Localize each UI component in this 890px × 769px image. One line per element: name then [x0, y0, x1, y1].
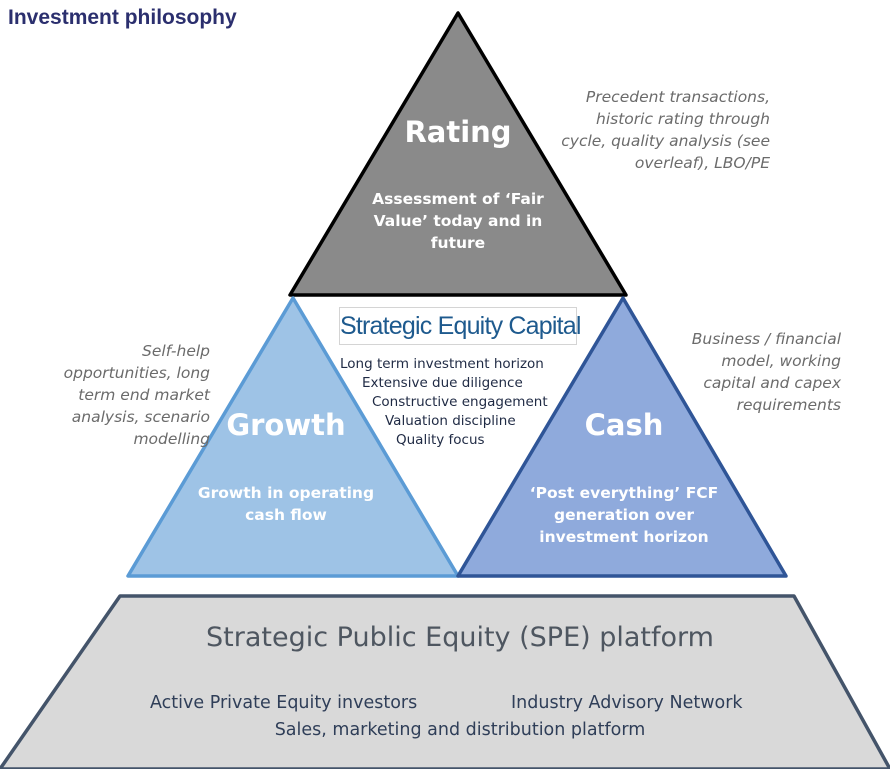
- growth-note-line: analysis, scenario: [71, 408, 210, 426]
- growth-note-line: opportunities, long: [63, 364, 210, 382]
- growth-triangle: [126, 296, 460, 578]
- rating-subtitle: Assessment of ‘Fair Value’ today and in …: [358, 188, 558, 254]
- cash-subtitle-line: generation over: [554, 506, 694, 524]
- rating-subtitle-line: future: [430, 234, 486, 252]
- rating-subtitle-line: Assessment of ‘Fair: [372, 190, 544, 208]
- cash-note-line: capital and capex: [703, 374, 841, 392]
- growth-subtitle-line: Growth in operating: [197, 484, 375, 502]
- rating-note-line: Precedent transactions,: [585, 88, 770, 106]
- cash-subtitle-line: ‘Post everything’ FCF: [529, 484, 719, 502]
- rating-title: Rating: [404, 115, 512, 149]
- rating-note: Precedent transactions, historic rating …: [561, 86, 770, 174]
- growth-note: Self-help opportunities, long term end m…: [64, 340, 210, 450]
- growth-title: Growth: [226, 408, 346, 442]
- strategic-equity-capital-logo: Strategic Equity Capital: [339, 307, 581, 345]
- cash-subtitle: ‘Post everything’ FCF generation over in…: [509, 482, 739, 548]
- cash-subtitle-line: investment horizon: [539, 528, 709, 546]
- cash-note-line: Business / financial: [691, 330, 841, 348]
- investment-principles: Long term investment horizon Extensive d…: [340, 355, 558, 450]
- platform-trapezoid: [0, 594, 890, 769]
- cash-title: Cash: [584, 408, 664, 442]
- principle-item: Constructive engagement: [372, 394, 548, 410]
- growth-subtitle-line: cash flow: [245, 506, 327, 524]
- principle-item: Quality focus: [396, 432, 485, 448]
- rating-note-line: overleaf), LBO/PE: [634, 154, 770, 172]
- growth-note-line: term end market: [78, 386, 210, 404]
- rating-subtitle-line: Value’ today and in: [373, 212, 543, 230]
- rating-note-line: cycle, quality analysis (see: [561, 132, 770, 150]
- platform-item: Sales, marketing and distribution platfo…: [274, 720, 646, 740]
- rating-triangle: [288, 11, 628, 297]
- rating-note-line: historic rating through: [596, 110, 770, 128]
- principle-item: Valuation discipline: [385, 413, 516, 429]
- growth-subtitle: Growth in operating cash flow: [176, 482, 396, 526]
- cash-note-line: requirements: [736, 396, 841, 414]
- principle-item: Long term investment horizon: [340, 356, 544, 372]
- cash-note-line: model, working: [721, 352, 841, 370]
- growth-note-line: modelling: [133, 430, 210, 448]
- platform-item: Active Private Equity investors: [150, 693, 418, 713]
- cash-triangle: [456, 296, 788, 578]
- principle-item: Extensive due diligence: [362, 375, 523, 391]
- page-title: Investment philosophy: [8, 6, 237, 29]
- growth-note-line: Self-help: [142, 342, 210, 360]
- cash-note: Business / financial model, working capi…: [692, 328, 841, 416]
- platform-title: Strategic Public Equity (SPE) platform: [206, 622, 714, 653]
- platform-item: Industry Advisory Network: [511, 693, 743, 713]
